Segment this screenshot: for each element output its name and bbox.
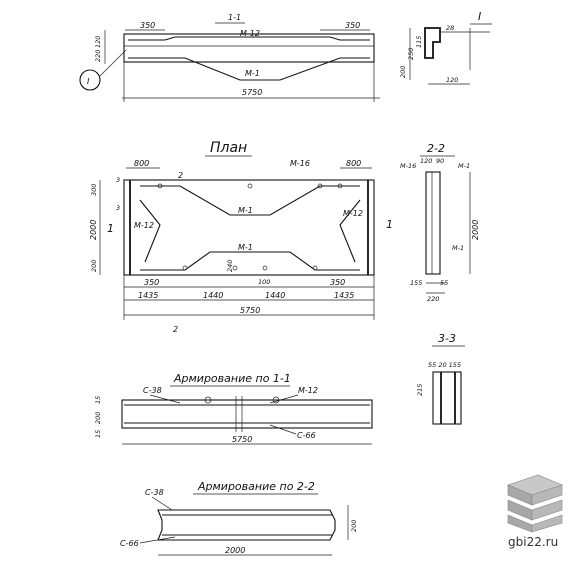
cut-3-top: 3	[116, 176, 120, 184]
dim-350-plan-left: 350	[144, 278, 159, 287]
dim-350-left: 350	[140, 21, 155, 30]
beam-1-1-outline	[123, 33, 375, 63]
reinf-1-1-beam	[121, 399, 373, 429]
dim-200-plan: 200	[90, 260, 98, 272]
dim-1435-left: 1435	[138, 291, 158, 300]
dim-28: 28	[446, 24, 454, 32]
dim-350-right: 350	[345, 21, 360, 30]
plan-title: План	[210, 140, 247, 156]
section-1-1-title: 1-1	[228, 13, 241, 22]
s33-profile	[432, 371, 462, 425]
s22-dim-2000: 2000	[471, 220, 480, 240]
reinf-2-2-slab	[157, 509, 336, 541]
s22-rib-outline	[425, 171, 441, 275]
reinf-1-1-c38: С-38	[143, 386, 162, 395]
reinf-1-1-dim-15-bottom: 15	[94, 430, 102, 438]
node-I-detail: I 28 200 250 115 120	[399, 10, 492, 85]
reinf-1-1-dim-15-top: 15	[94, 396, 102, 404]
cut-2-top: 2	[178, 171, 183, 180]
plan-label-m16: M-16	[290, 159, 310, 168]
dim-800-left: 800	[134, 159, 149, 168]
reinf-2-2-c66: С-66	[120, 539, 139, 548]
section-2-2-title: 2-2	[427, 142, 445, 155]
plan-label-m12-right: M-12	[343, 209, 363, 218]
reinf-1-1-dim-200: 200	[94, 412, 102, 424]
label-m1: M-1	[245, 69, 260, 78]
dim-300: 300	[90, 184, 98, 196]
s22-label-m16: M-16	[400, 162, 416, 170]
s22-dim-90: 90	[436, 157, 444, 165]
cut-3-bottom: 3	[116, 204, 120, 212]
reinf-1-1-dim-5750: 5750	[232, 435, 252, 444]
section-2-2: 2-2 M-16 120 90 M-1 2000 M-1 155 55 220	[400, 142, 480, 303]
s22-dim-120: 120	[420, 157, 432, 165]
dim-5750-plan: 5750	[240, 306, 260, 315]
s22-dim-55: 55	[440, 279, 448, 287]
reinf-2-2-dim-2000: 2000	[225, 546, 245, 555]
dim-220: 220	[94, 50, 102, 62]
reinf-2-2-title: Армирование по 2-2	[197, 480, 315, 493]
s33-dim-215: 215	[416, 384, 424, 396]
watermark-text: gbi22.ru	[508, 535, 559, 549]
s22-label-m1-bottom: M-1	[452, 244, 464, 252]
s22-dim-155: 155	[410, 279, 422, 287]
node-callout	[79, 69, 101, 91]
plan-label-m12-left: M-12	[134, 221, 154, 230]
dim-250-node: 250	[407, 48, 415, 60]
dim-5750-a: 5750	[242, 88, 262, 97]
dim-120: 120	[94, 36, 102, 48]
dim-1440-a: 1440	[203, 291, 223, 300]
dim-120-node: 120	[446, 76, 458, 84]
cut-1-left: 1	[107, 222, 114, 235]
reinforcement-1-1: Армирование по 1-1 С-38 М-12 15 200 15 5…	[94, 372, 373, 445]
cut-2-bottom: 2	[173, 325, 178, 334]
dim-1435-right: 1435	[334, 291, 354, 300]
dim-200-node: 200	[399, 66, 407, 78]
node-I-profile	[424, 27, 441, 59]
section-1-1: 1-1 350 350 M-12 M-1 120 220 5750 I	[79, 13, 380, 102]
dim-100: 100	[258, 278, 270, 286]
reinf-1-1-c66: С-66	[297, 431, 316, 440]
dim-800-right: 800	[346, 159, 361, 168]
site-logo	[507, 474, 563, 533]
dim-240: 240	[226, 260, 234, 272]
dim-1440-b: 1440	[265, 291, 285, 300]
cut-1-right: 1	[386, 218, 393, 231]
reinf-1-1-m12: М-12	[298, 386, 318, 395]
s33-dims-top: 55 20 155	[428, 361, 461, 369]
reinf-1-1-title: Армирование по 1-1	[173, 372, 291, 385]
plan-label-m1-bottom: M-1	[238, 243, 253, 252]
node-mark: I	[87, 77, 90, 86]
plan-slab-outline	[123, 179, 375, 276]
node-I-title: I	[478, 10, 481, 23]
s22-label-m1-top: M-1	[458, 162, 470, 170]
dim-2000-plan: 2000	[89, 220, 98, 240]
reinforcement-2-2: Армирование по 2-2 С-38 С-66 2000 200	[120, 480, 358, 556]
reinf-2-2-dim-200: 200	[350, 520, 358, 532]
section-3-3: 3-3 55 20 155 215	[416, 332, 465, 425]
plan-view: План 800 800 M-16 M-1 M-1 M-12 M-12 30	[89, 140, 393, 334]
plan-label-m1-top: M-1	[238, 206, 253, 215]
label-m12: M-12	[240, 29, 260, 38]
section-3-3-title: 3-3	[438, 332, 456, 345]
s22-dim-220: 220	[427, 295, 439, 303]
reinf-2-2-c38: С-38	[145, 488, 164, 497]
dim-350-plan-right: 350	[330, 278, 345, 287]
dim-115-node: 115	[415, 36, 423, 48]
